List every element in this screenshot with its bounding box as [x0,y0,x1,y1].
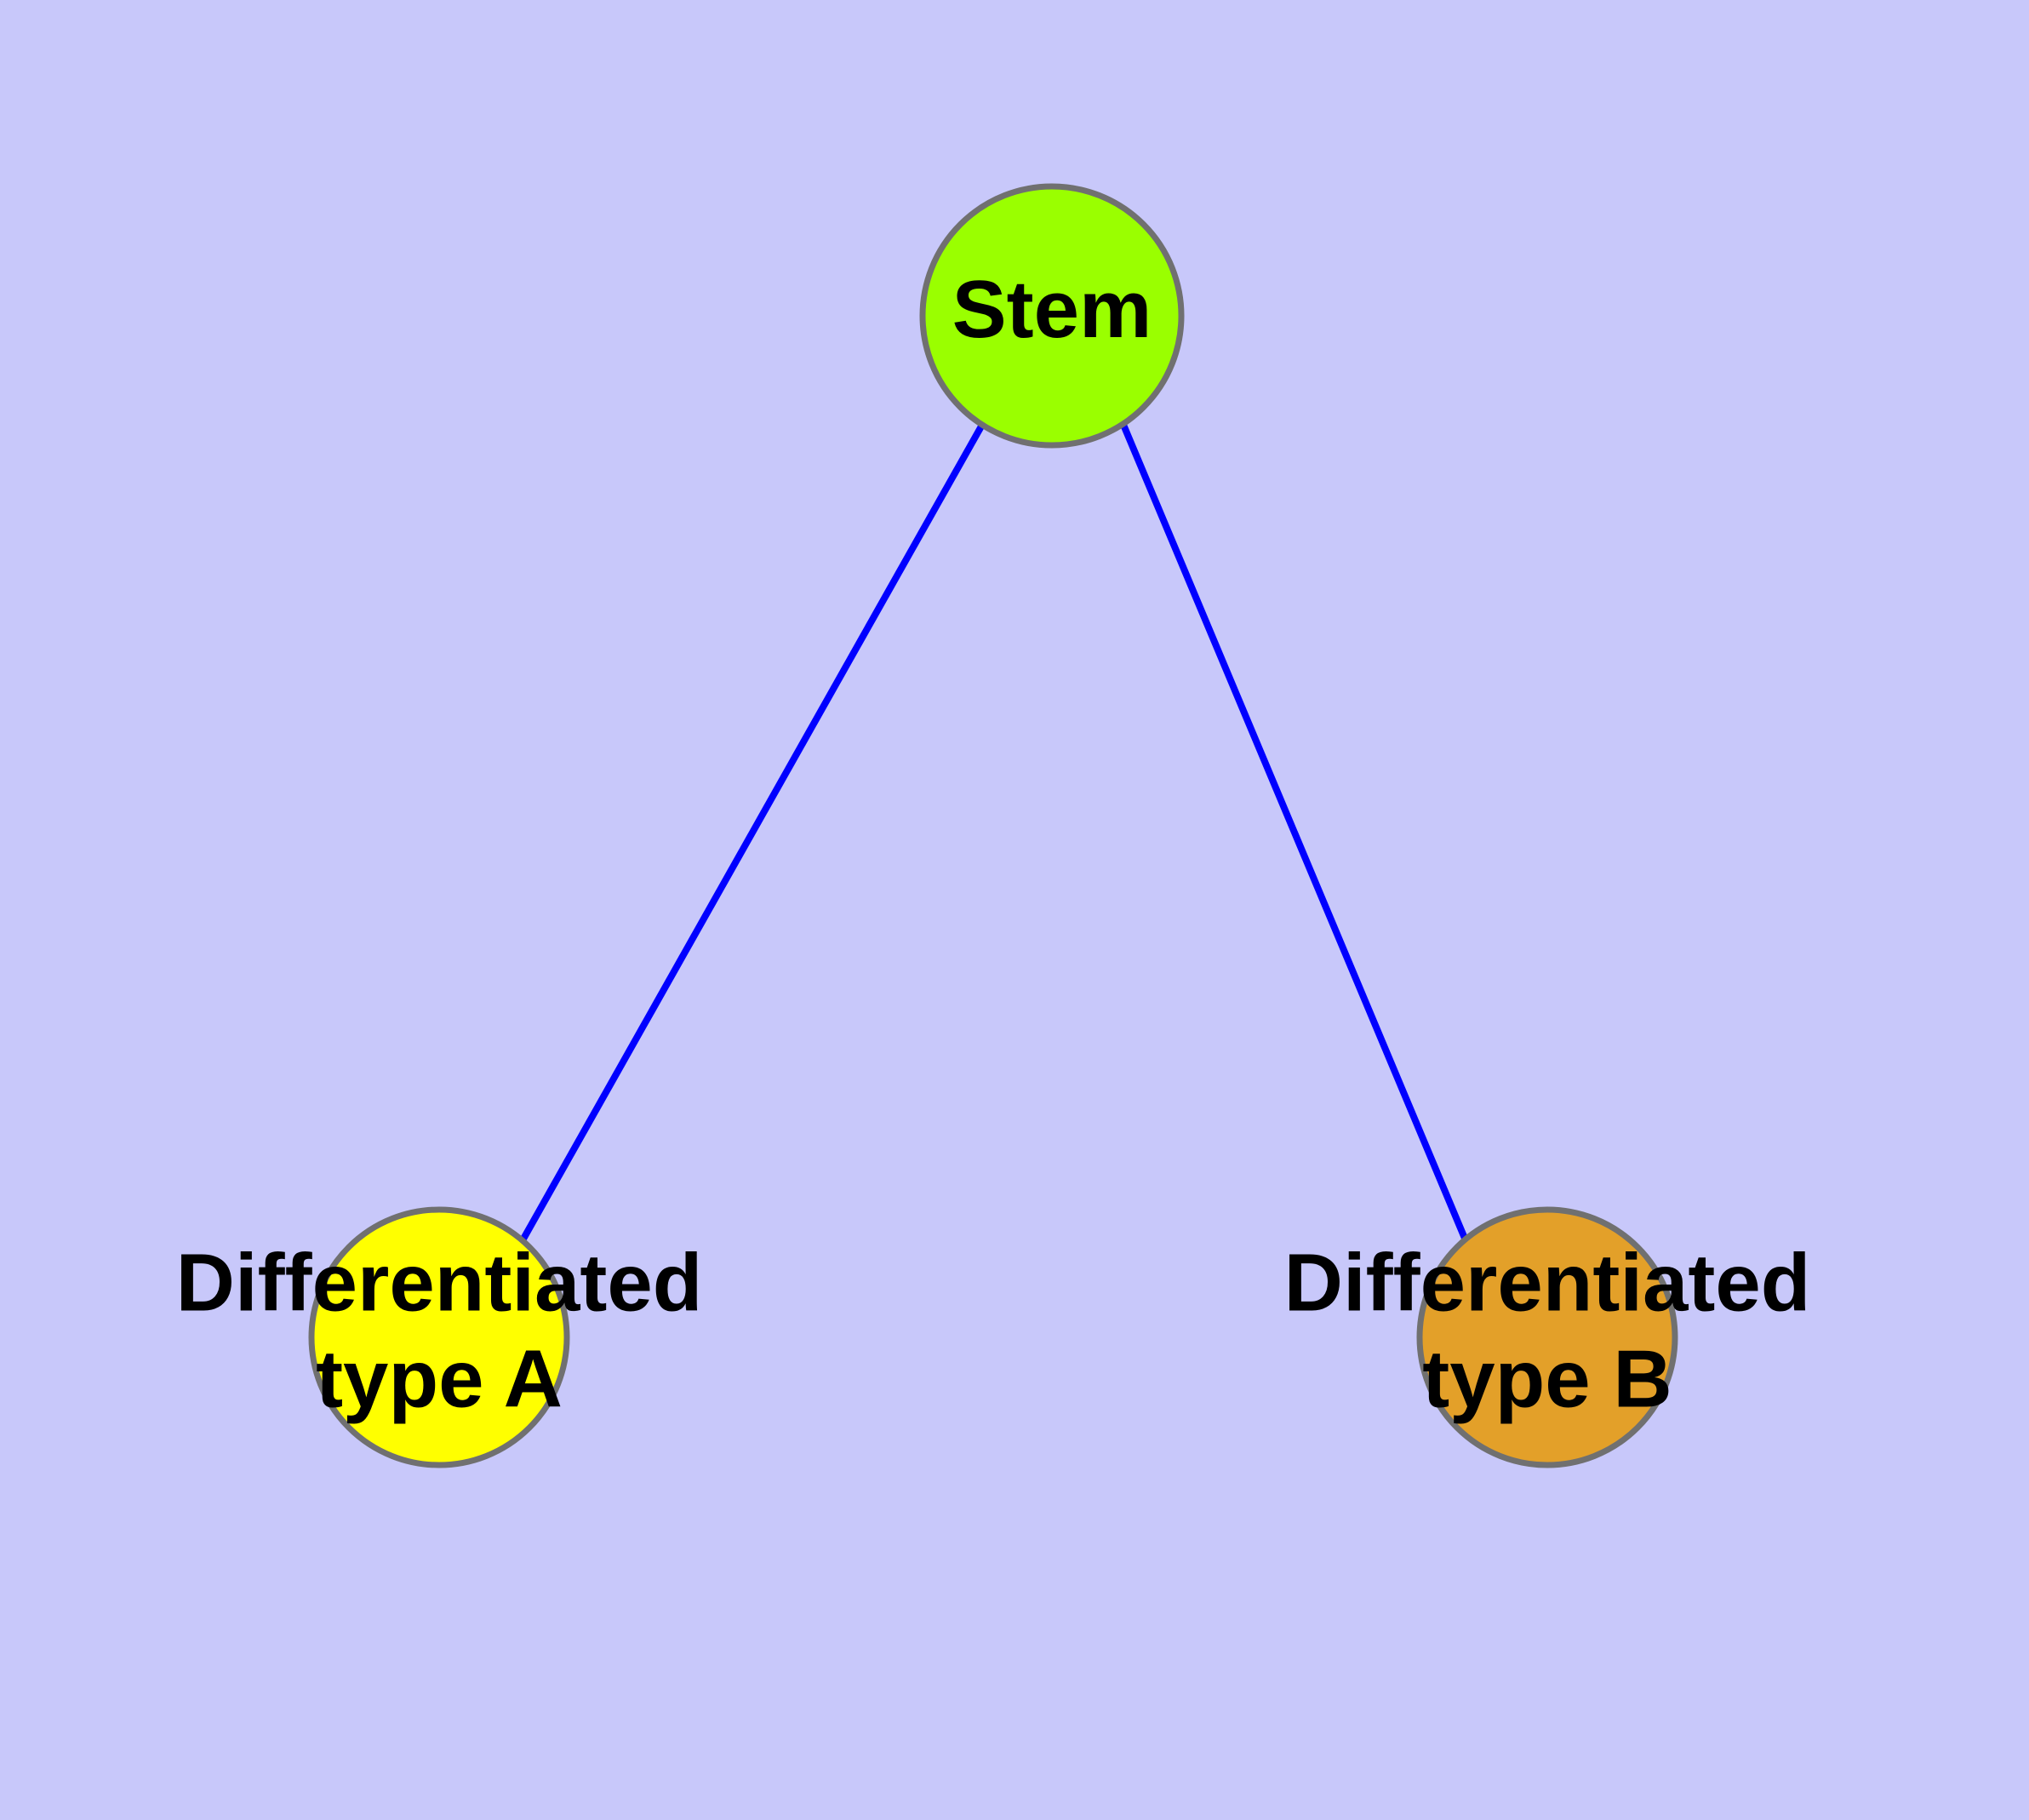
node-label-line: type B [1422,1334,1672,1425]
node-differentiated-type-a-circle[interactable] [308,1206,570,1468]
node-label-line: type A [316,1334,563,1425]
node-stem-circle[interactable] [919,183,1185,449]
edge-stem-to-differentiated-type-a[interactable] [519,423,986,1242]
edges-group [519,423,1469,1242]
edge-stem-to-differentiated-type-b[interactable] [1120,423,1469,1242]
node-label-line: Stem [952,264,1152,355]
node-label-line: Differentiated [1284,1238,1811,1329]
node-label-line: Differentiated [176,1238,703,1329]
node-differentiated-type-b-circle[interactable] [1416,1206,1678,1468]
nodes-group [308,183,1678,1468]
node-stem-label: Stem [952,264,1152,355]
